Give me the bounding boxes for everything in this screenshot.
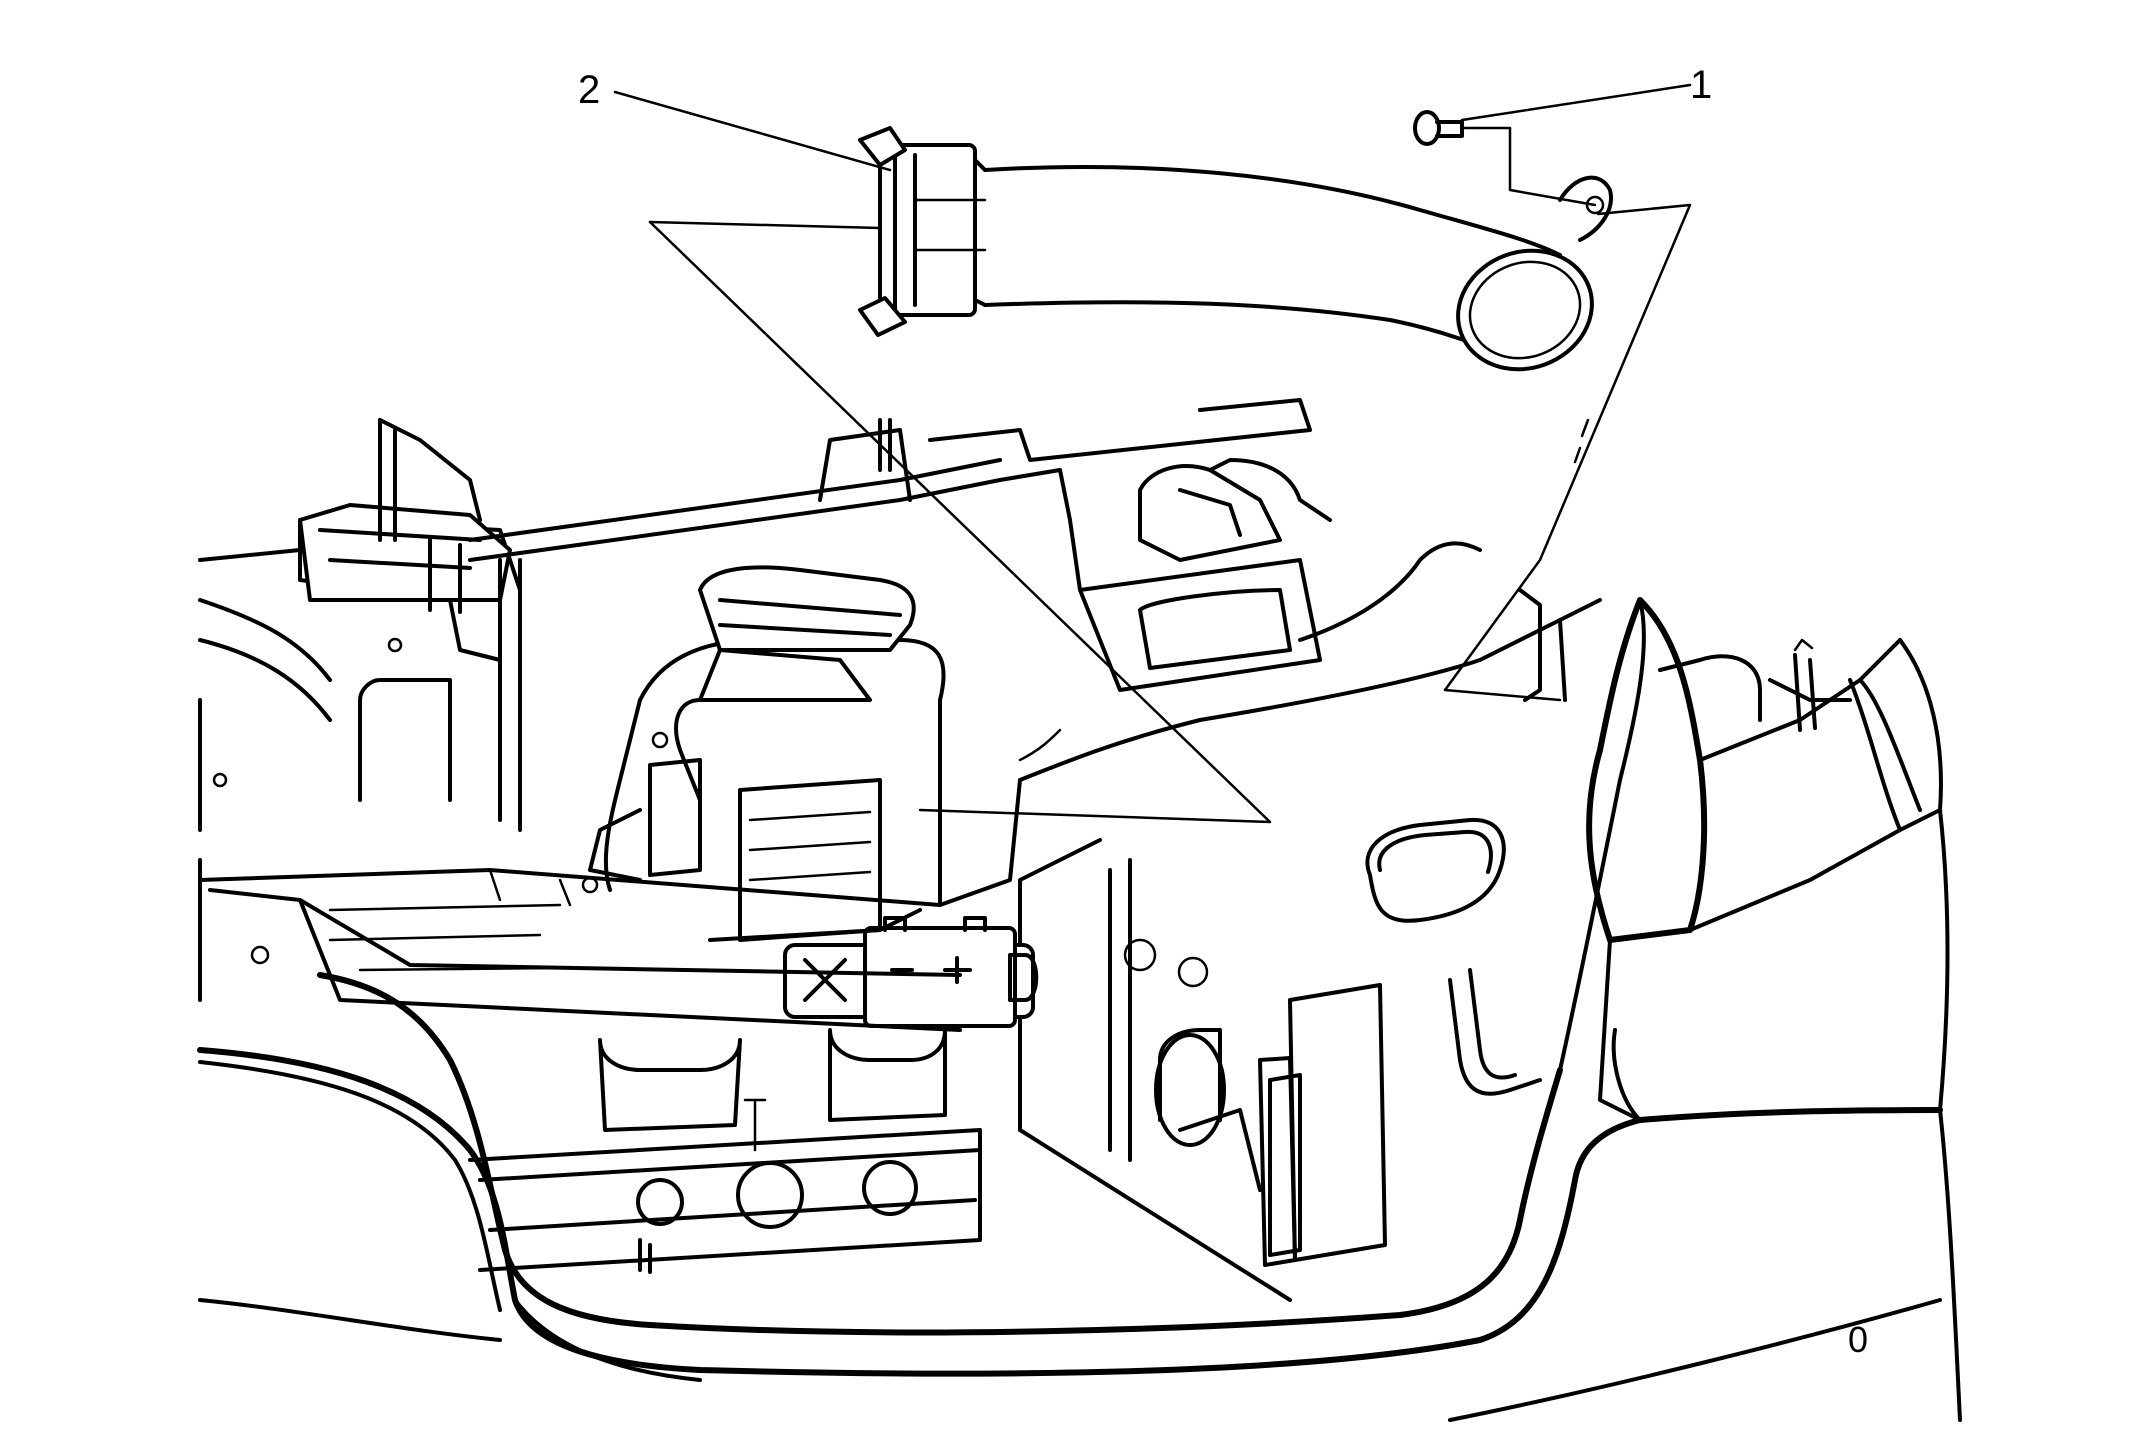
right-tail-lamp xyxy=(1586,597,1950,1122)
trunk-opening xyxy=(317,598,1646,1336)
rear-shelf-crossbar xyxy=(468,418,1002,832)
leader-lines xyxy=(613,83,1692,824)
rear-panel-crossmember xyxy=(468,1028,982,1274)
right-inner-quarter-panel xyxy=(1018,541,1602,1267)
rear-bumper-fascia xyxy=(197,1047,1962,1422)
callout-1: 1 xyxy=(1690,63,1713,107)
rear-compartment-module xyxy=(581,565,946,942)
rear-shelf-bracket xyxy=(928,398,1332,762)
left-inner-quarter-panel xyxy=(198,418,522,832)
battery-label xyxy=(783,916,1039,1028)
air-duct xyxy=(858,126,1613,372)
callout-2: 2 xyxy=(578,68,601,112)
push-pin-retainer xyxy=(1413,110,1477,146)
view-marker: 0 xyxy=(1848,1319,1869,1360)
